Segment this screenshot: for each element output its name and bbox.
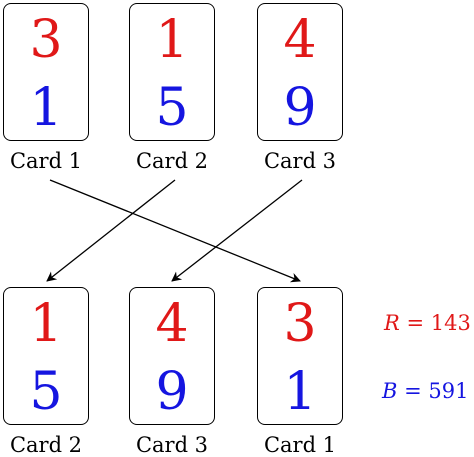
bottom-card-1-label: Card 2 <box>9 433 83 457</box>
bottom-card-2-blue-digit: 9 <box>155 362 189 422</box>
bottom-card-1: 1 5 <box>3 287 89 425</box>
bottom-card-2-label: Card 3 <box>135 433 209 457</box>
top-card-3-red-digit: 4 <box>283 10 317 70</box>
arrow-card1-to-pos3 <box>49 179 301 283</box>
top-card-1: 3 1 <box>3 3 89 141</box>
bottom-card-3-red-digit: 3 <box>283 294 317 354</box>
top-card-3-blue-digit: 9 <box>283 78 317 138</box>
bottom-card-1-red-digit: 1 <box>29 294 63 354</box>
result-r-variable: R <box>384 311 400 335</box>
top-card-2: 1 5 <box>129 3 215 141</box>
top-card-1-red-digit: 3 <box>29 10 63 70</box>
top-card-2-blue-digit: 5 <box>155 78 189 138</box>
result-b-variable: B <box>382 379 398 403</box>
top-card-1-label: Card 1 <box>9 149 83 173</box>
result-b-value: = 591 <box>397 379 469 403</box>
bottom-card-3-label: Card 1 <box>263 433 337 457</box>
bottom-card-2: 4 9 <box>129 287 215 425</box>
top-card-3: 4 9 <box>257 3 343 141</box>
result-r-value: = 143 <box>399 311 471 335</box>
top-card-2-label: Card 2 <box>135 149 209 173</box>
top-card-2-red-digit: 1 <box>155 10 189 70</box>
bottom-card-1-blue-digit: 5 <box>29 362 63 422</box>
bottom-card-3: 3 1 <box>257 287 343 425</box>
arrow-card2-to-pos1 <box>46 179 176 282</box>
result-r-equation: R = 143 <box>384 311 471 335</box>
bottom-card-3-blue-digit: 1 <box>283 362 317 422</box>
arrow-card3-to-pos2 <box>171 179 303 282</box>
bottom-card-2-red-digit: 4 <box>155 294 189 354</box>
top-card-1-blue-digit: 1 <box>29 78 63 138</box>
top-card-3-label: Card 3 <box>263 149 337 173</box>
result-b-equation: B = 591 <box>382 379 468 403</box>
